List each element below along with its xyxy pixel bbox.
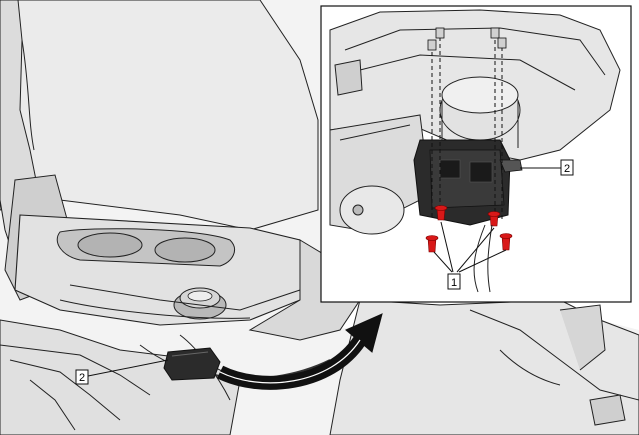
- rotary-knob: [173, 287, 227, 320]
- upper-cylinder: [439, 76, 521, 150]
- alignment-lines: [431, 30, 503, 222]
- callout-inset-2-label: 2: [564, 163, 570, 175]
- module-main-view: [163, 347, 221, 381]
- curved-arrow-icon: [216, 313, 383, 390]
- inset-detail-view: 2 1: [320, 5, 632, 303]
- top-bolts: [427, 27, 507, 51]
- callout-main-2-label: 2: [79, 372, 85, 384]
- lower-dash: [0, 319, 241, 435]
- callout-inset-2: 2: [520, 159, 574, 176]
- callout-inset-1: 1: [433, 221, 507, 290]
- callout-main-2: 2: [75, 359, 169, 385]
- callout-inset-1-label: 1: [451, 277, 457, 289]
- screw-icon: [425, 205, 513, 253]
- module-inset: [413, 139, 523, 226]
- motor-cylinder: [329, 114, 431, 235]
